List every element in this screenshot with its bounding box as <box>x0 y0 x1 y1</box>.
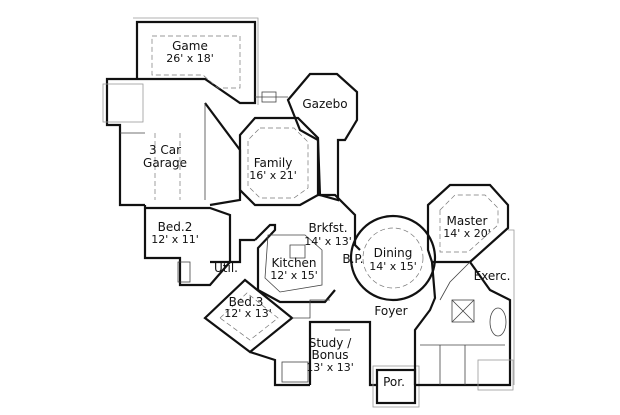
room-label-bed2: Bed.2 <box>158 220 193 234</box>
room-size-bed2: 12' x 11' <box>151 233 199 246</box>
room-size-game: 26' x 18' <box>166 52 214 65</box>
room-label-master: Master <box>447 214 488 228</box>
room-label-gazebo: Gazebo <box>302 97 347 111</box>
room-label-porch: Por. <box>383 375 405 389</box>
room-label-brkfst: Brkfst. <box>308 221 347 235</box>
room-size-master: 14' x 20' <box>443 227 491 240</box>
room-label-garage-2: Garage <box>143 156 187 170</box>
room-label-bp: B.P. <box>342 252 363 266</box>
room-label-game: Game <box>172 39 208 53</box>
room-label-garage: 3 Car <box>149 143 181 157</box>
room-label-kitchen: Kitchen <box>271 256 316 270</box>
room-label-family: Family <box>254 156 293 170</box>
room-size-kitchen: 12' x 15' <box>270 269 318 282</box>
room-label-exerc: Exerc. <box>474 269 511 283</box>
room-size-brkfst: 14' x 13' <box>304 235 352 248</box>
room-size-bed3: 12' x 13' <box>224 307 272 320</box>
room-size-study: 13' x 13' <box>306 361 354 374</box>
room-label-dining: Dining <box>374 246 413 260</box>
walls <box>102 17 515 408</box>
room-label-foyer: Foyer <box>374 304 407 318</box>
room-size-family: 16' x 21' <box>249 169 297 182</box>
room-labels: Game 26' x 18' Gazebo 3 Car Garage Famil… <box>143 39 510 389</box>
room-label-study-2: Bonus <box>311 348 348 362</box>
room-label-study: Study / <box>309 336 352 350</box>
room-label-util: Util. <box>214 261 238 275</box>
room-label-bed3: Bed.3 <box>229 295 264 309</box>
room-size-dining: 14' x 15' <box>369 260 417 273</box>
